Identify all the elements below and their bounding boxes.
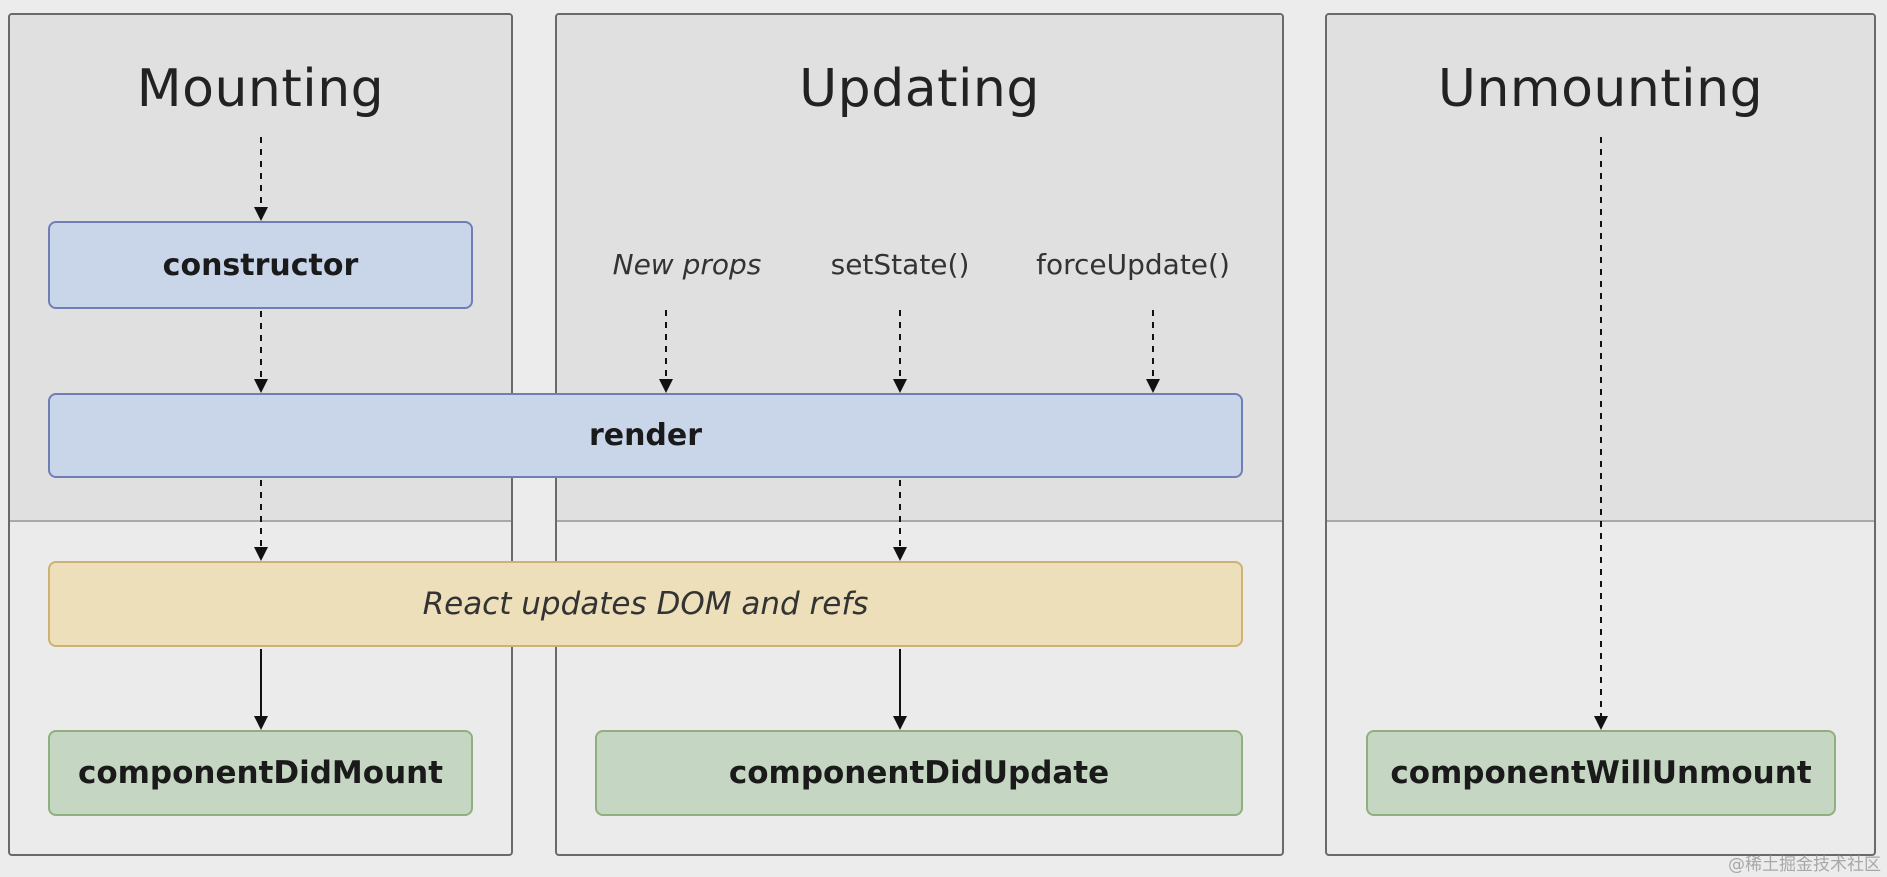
component-did-update-box: componentDidUpdate — [595, 730, 1243, 816]
watermark: @稀土掘金技术社区 — [1728, 855, 1881, 875]
component-will-unmount-box: componentWillUnmount — [1366, 730, 1836, 816]
component-did-mount-box: componentDidMount — [48, 730, 473, 816]
trigger-force-update: forceUpdate() — [1036, 248, 1230, 281]
trigger-new-props: New props — [612, 248, 762, 281]
trigger-set-state: setState() — [830, 248, 970, 281]
dom-update-box: React updates DOM and refs — [48, 561, 1243, 647]
mounting-title: Mounting — [136, 59, 385, 119]
constructor-box: constructor — [48, 221, 473, 309]
render-box: render — [48, 393, 1243, 478]
unmounting-title: Unmounting — [1437, 59, 1764, 119]
updating-title: Updating — [799, 59, 1040, 119]
